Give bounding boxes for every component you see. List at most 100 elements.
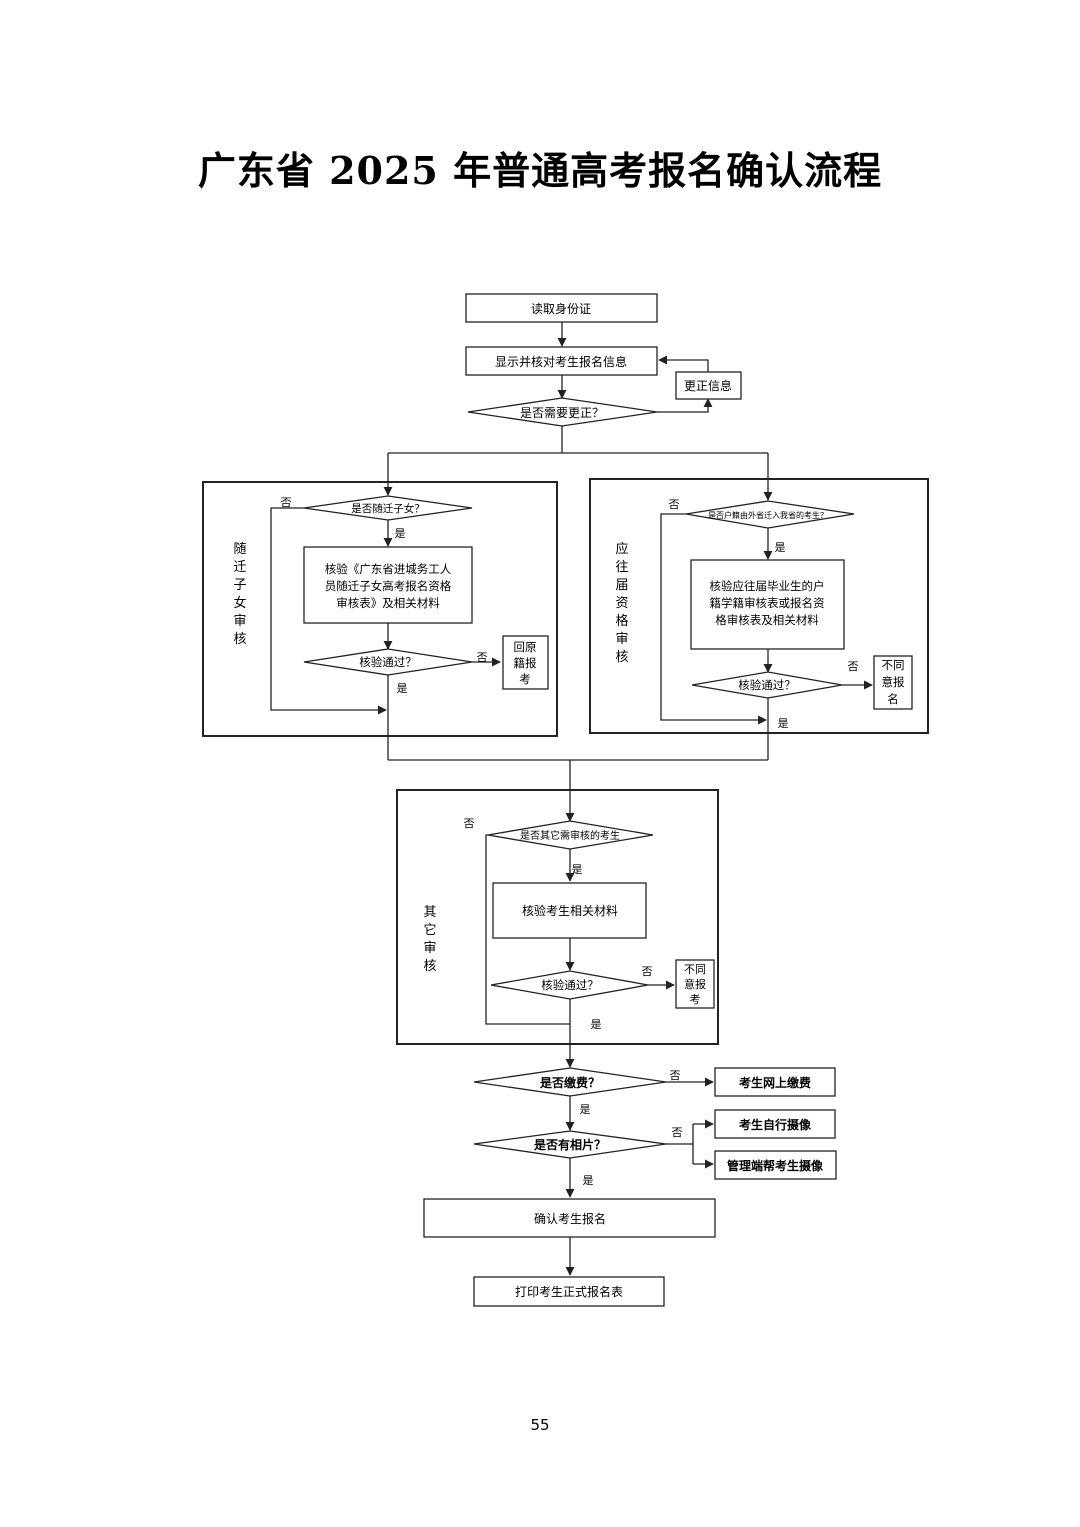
- node-label: 籍学籍审核表或报名资: [710, 596, 825, 610]
- node-other-check: 核验考生相关材料: [492, 882, 647, 939]
- node-photo-self: 考生自行摄像: [714, 1109, 836, 1139]
- label-no: 否: [670, 1069, 681, 1082]
- node-label: 籍报: [514, 656, 537, 670]
- node-label: 考生网上缴费: [739, 1075, 811, 1090]
- node-label: 显示并核对考生报名信息: [495, 354, 627, 369]
- node-label: 考: [690, 993, 701, 1006]
- node-fresh-question: 是否户籍由外省迁入我省的考生？: [685, 500, 855, 529]
- group-title-char: 审: [233, 614, 246, 629]
- node-label: 读取身份证: [531, 301, 591, 316]
- node-label: 审核表》及相关材料: [336, 596, 440, 610]
- page-title: 广东省 2025 年普通高考报名确认流程: [197, 148, 883, 193]
- label-no: 否: [669, 498, 680, 511]
- node-other-question: 是否其它需审核的考生: [487, 820, 654, 850]
- edges: [270, 322, 873, 1276]
- label-no: 否: [281, 496, 292, 509]
- node-other-pass: 核验通过？: [490, 970, 649, 1000]
- node-need-correct: 是否需要更正？: [467, 397, 658, 427]
- node-label: 管理端帮考生摄像: [727, 1158, 824, 1173]
- node-label: 是否缴费？: [539, 1075, 600, 1090]
- group-title-char: 届: [615, 578, 628, 593]
- node-other-reject: 不同 意报 考: [675, 959, 715, 1009]
- group-title-char: 应: [615, 541, 628, 557]
- node-fresh-check: 核验应往届毕业生的户 籍学籍审核表或报名资 格审核表及相关材料: [690, 559, 845, 650]
- node-label: 名: [887, 692, 899, 706]
- edge-other-no-bypass: [485, 834, 570, 1025]
- label-no: 否: [848, 660, 859, 673]
- node-label: 是否其它需审核的考生: [520, 829, 620, 842]
- group-title-migrant: 随 迁 子 女 审 核: [233, 542, 246, 647]
- group-title-char: 女: [233, 595, 246, 611]
- group-title-fresh: 应 往 届 资 格 审 核: [615, 541, 628, 665]
- node-fresh-reject: 不同 意报 名: [873, 655, 913, 710]
- label-no: 否: [477, 651, 488, 664]
- label-yes: 是: [580, 1103, 591, 1116]
- node-migrant-pass: 核验通过？: [303, 648, 473, 676]
- group-title-char: 核: [615, 650, 628, 665]
- node-fee-question: 是否缴费？: [473, 1067, 667, 1097]
- node-label: 意报: [684, 977, 706, 991]
- node-correct-info: 更正信息: [675, 371, 742, 400]
- group-title-char: 往: [615, 560, 628, 575]
- node-label: 核验通过？: [359, 655, 417, 669]
- group-title-char: 核: [423, 959, 436, 974]
- node-label: 核验考生相关材料: [522, 903, 618, 918]
- node-fresh-pass: 核验通过？: [691, 671, 843, 699]
- group-title-char: 随: [233, 542, 246, 557]
- node-label: 确认考生报名: [534, 1211, 606, 1226]
- group-title-char: 子: [233, 578, 246, 593]
- node-label: 核验通过？: [541, 978, 599, 992]
- group-title-other: 其 它 审 核: [423, 905, 436, 974]
- node-label: 回原: [514, 640, 537, 654]
- edge-correct-to-display: [658, 355, 709, 372]
- node-photo-admin: 管理端帮考生摄像: [714, 1150, 837, 1180]
- group-title-char: 其: [423, 905, 436, 920]
- node-migrant-question: 是否随迁子女？: [303, 495, 473, 521]
- page-number: 55: [530, 1416, 550, 1434]
- node-label: 格审核表及相关材料: [715, 613, 819, 627]
- label-yes: 是: [775, 541, 786, 554]
- label-no: 否: [672, 1126, 683, 1139]
- node-label: 意报: [882, 675, 905, 689]
- group-title-char: 格: [615, 613, 628, 629]
- node-print-form: 打印考生正式报名表: [473, 1276, 665, 1307]
- node-label: 核验《广东省进城务工人: [325, 562, 452, 576]
- node-fee-online: 考生网上缴费: [714, 1067, 836, 1097]
- node-label: 更正信息: [684, 378, 732, 393]
- label-yes: 是: [572, 863, 583, 876]
- node-label: 不同: [684, 963, 706, 976]
- group-title-char: 资: [615, 596, 628, 611]
- node-label: 打印考生正式报名表: [515, 1284, 623, 1299]
- label-no: 否: [464, 817, 475, 830]
- group-title-char: 审: [423, 941, 436, 956]
- node-photo-question: 是否有相片？: [473, 1130, 667, 1159]
- node-label: 是否有相片？: [533, 1137, 606, 1152]
- node-label: 员随迁子女高考报名资格: [325, 579, 452, 593]
- node-label: 考: [519, 672, 531, 686]
- group-title-char: 它: [423, 922, 436, 938]
- label-yes: 是: [395, 527, 406, 540]
- node-label: 核验通过？: [738, 678, 796, 692]
- node-label: 考生自行摄像: [739, 1117, 812, 1132]
- edge-migrant-no-bypass: [270, 507, 387, 715]
- label-no: 否: [642, 965, 653, 978]
- label-yes: 是: [583, 1174, 594, 1187]
- node-label: 是否需要更正？: [520, 406, 604, 420]
- node-migrant-check: 核验《广东省进城务工人 员随迁子女高考报名资格 审核表》及相关材料: [303, 546, 473, 624]
- node-read-id: 读取身份证: [465, 293, 658, 323]
- edge-need-to-correct: [657, 398, 713, 413]
- group-title-char: 审: [615, 632, 628, 647]
- label-yes: 是: [397, 682, 408, 695]
- label-yes: 是: [591, 1018, 602, 1031]
- group-title-char: 核: [233, 632, 246, 647]
- node-display-info: 显示并核对考生报名信息: [465, 346, 658, 376]
- edge-fresh-no-bypass: [660, 513, 767, 725]
- group-title-char: 迁: [233, 560, 246, 575]
- node-return-home: 回原 籍报 考: [502, 635, 549, 690]
- node-label: 核验应往届毕业生的户: [710, 579, 825, 593]
- node-label: 是否户籍由外省迁入我省的考生？: [708, 510, 828, 520]
- node-label: 不同: [882, 658, 905, 672]
- node-confirm: 确认考生报名: [423, 1198, 716, 1238]
- node-label: 是否随迁子女？: [351, 502, 425, 515]
